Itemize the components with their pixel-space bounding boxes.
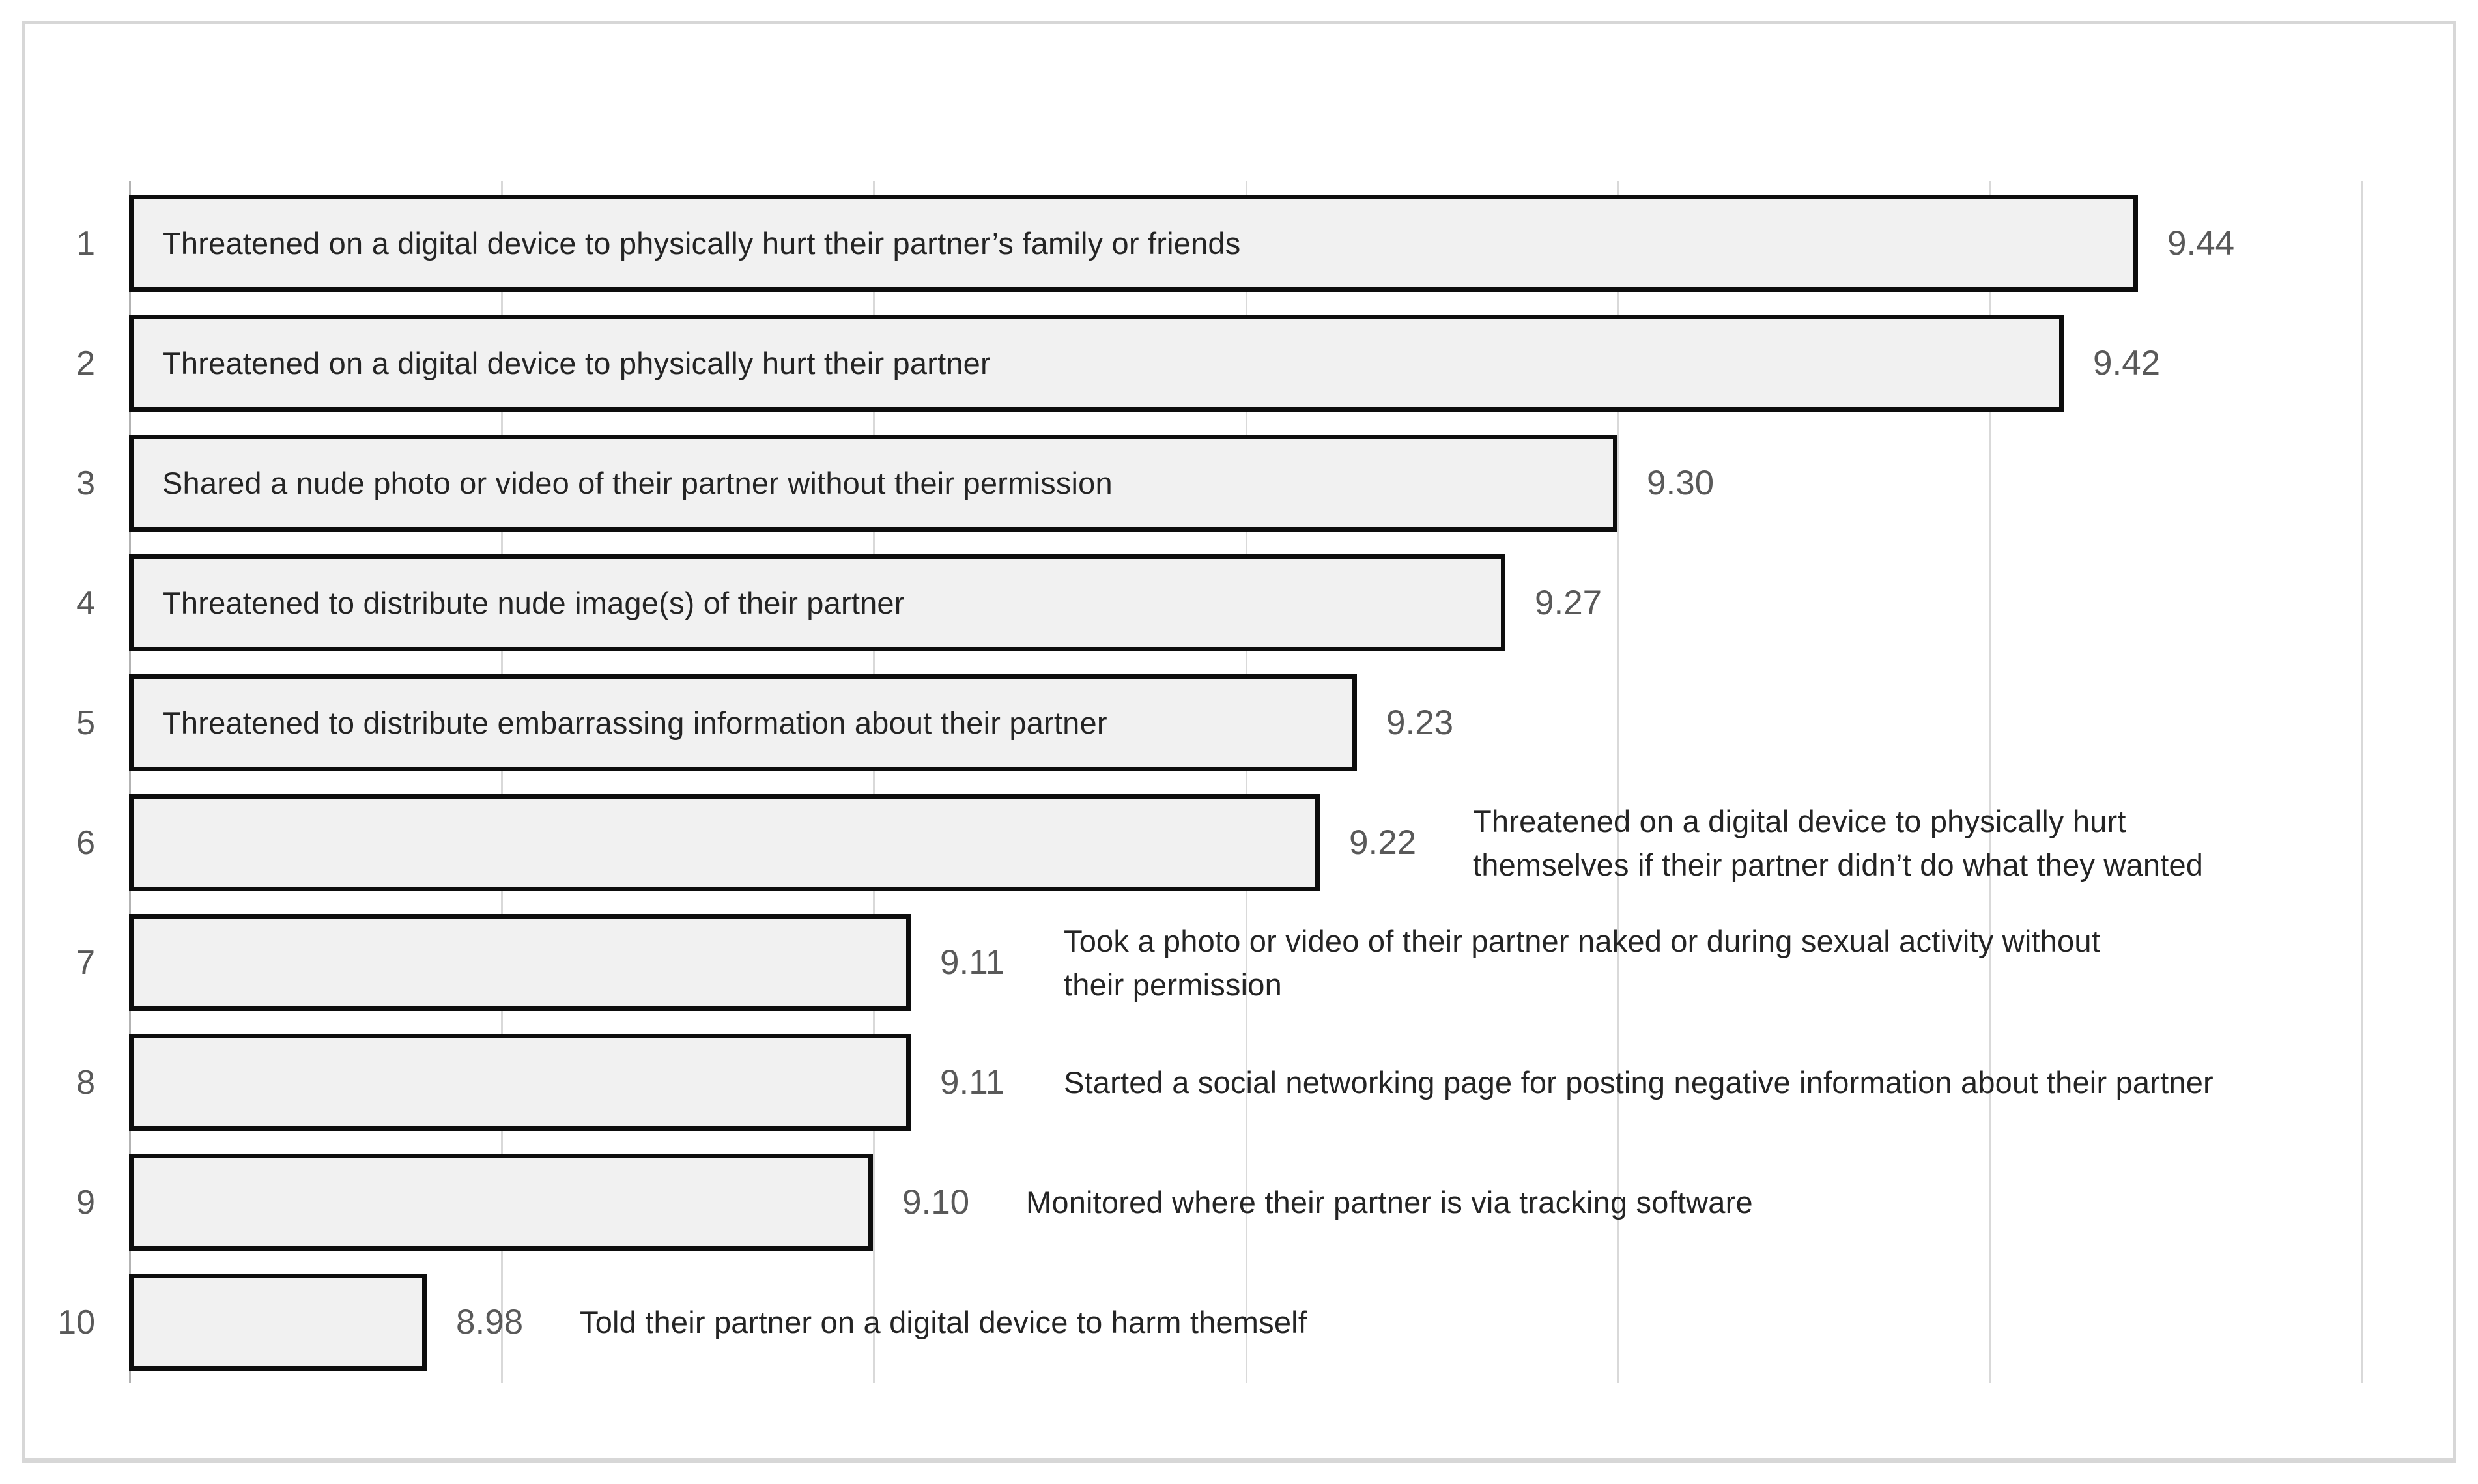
gridline-9.1 xyxy=(873,181,875,1383)
bar-side-label: Took a photo or video of their partner n… xyxy=(1064,919,2100,1006)
bar-rank-label: 9 xyxy=(76,1183,95,1221)
bar-value-label: 9.42 xyxy=(2093,344,2161,382)
gridline-9.2 xyxy=(1246,181,1247,1383)
bar-inside-label: Threatened on a digital device to physic… xyxy=(162,226,1241,261)
bar-value-label: 9.44 xyxy=(2167,224,2235,263)
bar-side-label: Monitored where their partner is via tra… xyxy=(1026,1180,1753,1224)
bar xyxy=(129,1274,427,1371)
axis-line xyxy=(129,181,131,1383)
gridline-9.5 xyxy=(2361,181,2363,1383)
bar-value-label: 9.11 xyxy=(940,943,1005,982)
bar-side-label: Threatened on a digital device to physic… xyxy=(1473,799,2203,887)
bar: Threatened on a digital device to physic… xyxy=(129,195,2138,292)
bar-inside-label: Threatened to distribute nude image(s) o… xyxy=(162,586,905,620)
bar-side-label-line: Took a photo or video of their partner n… xyxy=(1064,923,2100,958)
bar-rank-label: 8 xyxy=(76,1063,95,1102)
bar-rank-label: 7 xyxy=(76,943,95,982)
bar-inside-label: Threatened to distribute embarrassing in… xyxy=(162,706,1107,740)
gridline-9.0 xyxy=(501,181,503,1383)
bar-side-label-line: Threatened on a digital device to physic… xyxy=(1473,803,2126,838)
bar xyxy=(129,914,911,1011)
bar-value-label: 8.98 xyxy=(456,1303,524,1341)
bar-side-label-line: themselves if their partner didn’t do wh… xyxy=(1473,847,2204,882)
bar-value-label: 9.10 xyxy=(902,1183,970,1221)
bar-value-label: 9.30 xyxy=(1647,464,1715,502)
bar-rank-label: 2 xyxy=(76,344,95,382)
bar-rank-label: 10 xyxy=(57,1303,95,1341)
bar-inside-label: Threatened on a digital device to physic… xyxy=(162,346,991,380)
bar-rank-label: 6 xyxy=(76,823,95,862)
bar-inside-label: Shared a nude photo or video of their pa… xyxy=(162,466,1113,500)
bar-value-label: 9.27 xyxy=(1535,584,1602,622)
bar-rank-label: 3 xyxy=(76,464,95,502)
bar-rank-label: 5 xyxy=(76,704,95,742)
bar-value-label: 9.22 xyxy=(1349,823,1417,862)
bar-value-label: 9.11 xyxy=(940,1063,1005,1102)
bar xyxy=(129,1034,911,1131)
bar-side-label-line: Started a social networking page for pos… xyxy=(1064,1065,2214,1100)
bar xyxy=(129,794,1320,891)
bar-value-label: 9.23 xyxy=(1386,704,1454,742)
bar: Threatened on a digital device to physic… xyxy=(129,315,2064,412)
bar-rank-label: 1 xyxy=(76,224,95,263)
bar: Threatened to distribute embarrassing in… xyxy=(129,674,1357,771)
gridline-9.3 xyxy=(1617,181,1619,1383)
bar-side-label-line: Monitored where their partner is via tra… xyxy=(1026,1185,1753,1220)
bar: Threatened to distribute nude image(s) o… xyxy=(129,554,1505,651)
bar: Shared a nude photo or video of their pa… xyxy=(129,435,1617,532)
bar-side-label-line: their permission xyxy=(1064,967,1282,1002)
gridline-9.4 xyxy=(1989,181,1991,1383)
bar-side-label-line: Told their partner on a digital device t… xyxy=(580,1305,1307,1339)
bar-rank-label: 4 xyxy=(76,584,95,622)
bar-side-label: Told their partner on a digital device t… xyxy=(580,1300,1307,1344)
bar xyxy=(129,1154,873,1251)
bar-side-label: Started a social networking page for pos… xyxy=(1064,1061,2214,1104)
